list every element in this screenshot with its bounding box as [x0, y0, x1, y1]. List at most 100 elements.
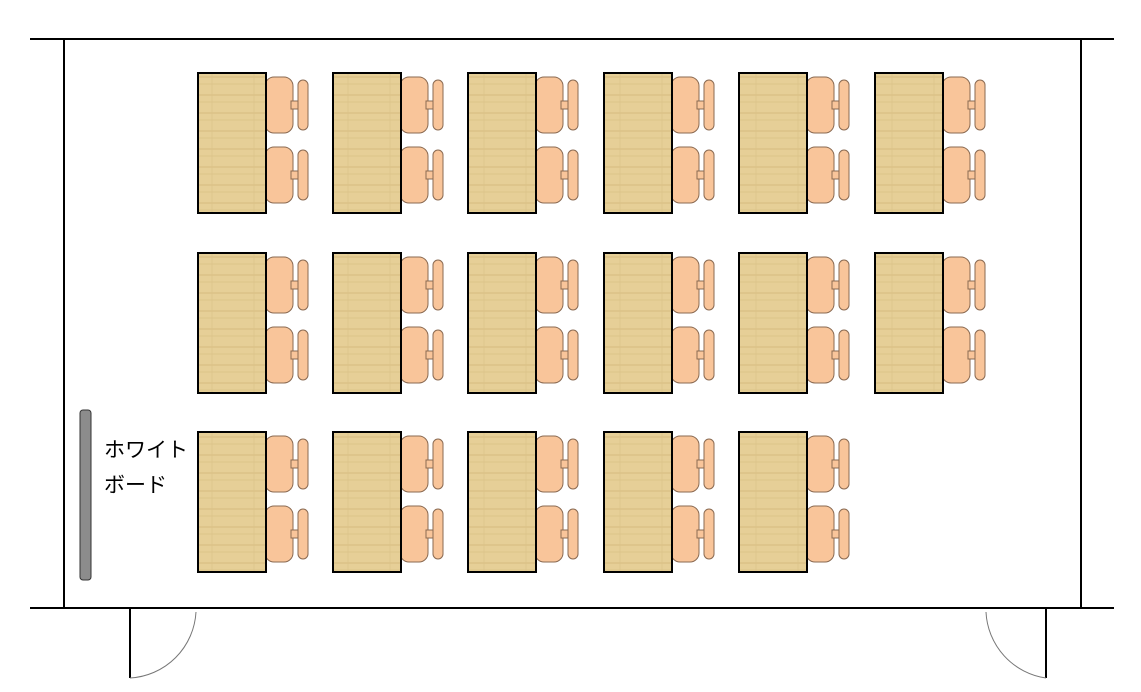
chair — [534, 505, 579, 563]
desk — [467, 72, 537, 214]
desk-unit — [332, 252, 444, 394]
chair-seat — [264, 256, 294, 314]
chair — [264, 256, 309, 314]
chair — [534, 256, 579, 314]
chair — [670, 76, 715, 134]
desk — [738, 252, 808, 394]
chair-back — [432, 149, 444, 201]
chair-seat — [805, 256, 835, 314]
desk — [332, 431, 402, 573]
desk — [467, 431, 537, 573]
desk-unit — [467, 72, 579, 214]
chair-back — [703, 329, 715, 381]
chair-seat — [805, 435, 835, 493]
desk — [197, 72, 267, 214]
desk — [603, 72, 673, 214]
chair-back — [703, 438, 715, 490]
chair-seat — [941, 76, 971, 134]
chair-back — [838, 508, 850, 560]
chair-back — [567, 259, 579, 311]
desk-groups — [197, 72, 986, 573]
chair-seat — [670, 76, 700, 134]
chair-back — [974, 149, 986, 201]
chair — [399, 76, 444, 134]
chair — [399, 326, 444, 384]
chair-seat — [670, 146, 700, 204]
chair-seat — [941, 146, 971, 204]
desk-unit — [197, 431, 309, 573]
chair-back — [297, 149, 309, 201]
chair-seat — [399, 435, 429, 493]
chair — [264, 435, 309, 493]
desk — [467, 252, 537, 394]
chair — [264, 76, 309, 134]
chair — [805, 146, 850, 204]
desk — [738, 431, 808, 573]
chair — [399, 256, 444, 314]
chair-seat — [534, 76, 564, 134]
chair — [941, 146, 986, 204]
chair-back — [838, 259, 850, 311]
chair — [941, 76, 986, 134]
desk — [874, 252, 944, 394]
chair — [399, 505, 444, 563]
chair-seat — [534, 256, 564, 314]
chair-back — [567, 508, 579, 560]
desk — [197, 431, 267, 573]
door-right-swing-arc — [985, 611, 1047, 679]
chair-back — [297, 438, 309, 490]
whiteboard-label-line1: ホワイト — [104, 438, 188, 462]
desk — [332, 72, 402, 214]
chair-seat — [670, 435, 700, 493]
desk-unit — [603, 252, 715, 394]
chair-seat — [670, 505, 700, 563]
chair-seat — [805, 146, 835, 204]
chair — [670, 256, 715, 314]
desk-unit — [874, 72, 986, 214]
desk-unit — [467, 252, 579, 394]
chair — [805, 326, 850, 384]
desk-unit — [603, 72, 715, 214]
chair-back — [703, 508, 715, 560]
desk — [603, 431, 673, 573]
chair — [670, 505, 715, 563]
chair-seat — [534, 326, 564, 384]
chair-back — [432, 79, 444, 131]
chair-seat — [264, 146, 294, 204]
chair-seat — [670, 256, 700, 314]
chair-back — [703, 149, 715, 201]
chair-seat — [399, 256, 429, 314]
door-left — [129, 608, 197, 679]
chair — [670, 146, 715, 204]
desk-unit — [603, 431, 715, 573]
desk-unit — [738, 252, 850, 394]
chair-seat — [941, 256, 971, 314]
chair-back — [838, 329, 850, 381]
chair-back — [297, 79, 309, 131]
chair-seat — [805, 505, 835, 563]
desk — [874, 72, 944, 214]
chair-back — [432, 259, 444, 311]
chair-back — [567, 79, 579, 131]
chair — [941, 326, 986, 384]
chair-back — [297, 259, 309, 311]
chair-seat — [941, 326, 971, 384]
chair — [670, 326, 715, 384]
chair-back — [838, 79, 850, 131]
chair-back — [432, 508, 444, 560]
chair — [534, 435, 579, 493]
chair-back — [567, 438, 579, 490]
chair — [805, 435, 850, 493]
chair-back — [567, 149, 579, 201]
chair — [399, 146, 444, 204]
chair — [534, 76, 579, 134]
chair-seat — [264, 435, 294, 493]
desk-unit — [197, 252, 309, 394]
desk-unit — [332, 72, 444, 214]
whiteboard-board — [79, 409, 92, 581]
desk — [603, 252, 673, 394]
chair-seat — [399, 76, 429, 134]
chair — [670, 435, 715, 493]
chair — [534, 146, 579, 204]
chair-back — [567, 329, 579, 381]
